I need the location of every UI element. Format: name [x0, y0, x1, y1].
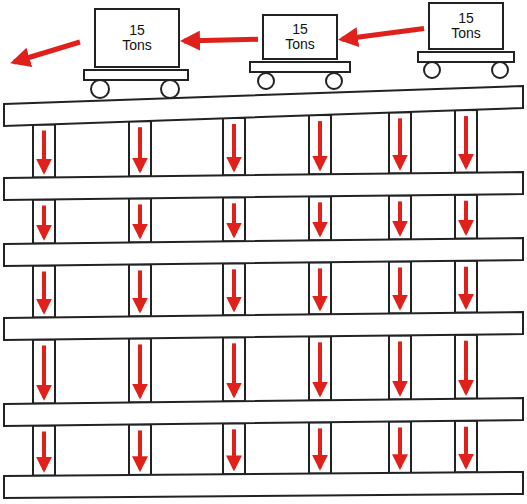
load-arrow: [318, 428, 322, 467]
load-arrow: [398, 118, 402, 167]
load-arrow: [398, 427, 402, 467]
push-arrow: [184, 39, 258, 41]
beam: [4, 398, 523, 426]
column: [309, 336, 331, 400]
cart-wheel: [326, 73, 342, 89]
load-arrow: [138, 430, 142, 469]
cargo-box: 15 Tons: [94, 8, 180, 68]
load-arrow: [138, 344, 142, 396]
column: [129, 338, 151, 402]
column: [309, 115, 331, 174]
column: [455, 110, 477, 173]
column: [223, 337, 245, 401]
column: [129, 198, 151, 242]
load-arrow: [232, 269, 236, 309]
column: [389, 112, 411, 173]
load-arrow: [138, 127, 142, 170]
cart-platform: [250, 62, 350, 72]
column: [223, 197, 245, 241]
column: [129, 264, 151, 316]
load-arrow: [42, 271, 46, 311]
load-arrow: [318, 121, 322, 168]
column: [223, 118, 245, 175]
load-arrow: [42, 130, 46, 171]
load-arrow: [398, 201, 402, 233]
column: [33, 124, 55, 177]
load-arrow: [138, 270, 142, 310]
force-arrow: [14, 42, 80, 62]
column: [309, 196, 331, 240]
beam: [4, 472, 523, 498]
cart-wheel: [424, 62, 440, 78]
load-arrow: [138, 204, 142, 236]
weight-label: 15 Tons: [115, 23, 159, 54]
column: [223, 263, 245, 315]
load-arrow: [42, 431, 46, 469]
column: [33, 425, 55, 475]
load-arrow: [42, 345, 46, 397]
cart-platform: [418, 52, 514, 62]
beam: [4, 172, 523, 200]
column: [455, 421, 477, 473]
column: [129, 121, 151, 176]
cart-wheel: [161, 80, 179, 98]
load-arrow: [464, 427, 468, 467]
column: [309, 422, 331, 473]
load-arrow: [398, 267, 402, 307]
column: [389, 421, 411, 473]
column: [455, 261, 477, 313]
column: [33, 339, 55, 403]
column: [455, 335, 477, 399]
load-arrow: [318, 342, 322, 394]
cart-platform: [84, 70, 188, 80]
column: [389, 195, 411, 239]
beam: [4, 238, 523, 266]
weight-label: 15 Tons: [278, 22, 322, 53]
beam: [4, 312, 523, 340]
beam: [4, 86, 523, 126]
column: [309, 262, 331, 314]
push-arrow: [342, 28, 424, 39]
load-arrow: [464, 201, 468, 233]
cargo-box: 15 Tons: [262, 14, 338, 60]
cart-wheel: [492, 62, 508, 78]
load-arrow: [398, 341, 402, 393]
cart-wheel: [258, 73, 274, 89]
load-arrow: [42, 205, 46, 237]
load-arrow: [318, 268, 322, 308]
column: [33, 265, 55, 317]
load-arrow: [464, 341, 468, 393]
load-arrow: [232, 124, 236, 169]
load-arrow: [318, 202, 322, 234]
column: [389, 335, 411, 399]
load-arrow: [232, 429, 236, 468]
scaffold: [4, 86, 523, 498]
load-arrow: [232, 203, 236, 235]
column: [223, 423, 245, 474]
column: [129, 424, 151, 475]
weight-label: 15 Tons: [444, 11, 488, 42]
column: [33, 199, 55, 243]
load-arrow: [464, 116, 468, 167]
column: [455, 195, 477, 239]
load-arrow: [464, 267, 468, 307]
column: [389, 261, 411, 313]
load-arrow: [232, 343, 236, 395]
cart-wheel: [91, 80, 109, 98]
cargo-box: 15 Tons: [428, 2, 504, 50]
